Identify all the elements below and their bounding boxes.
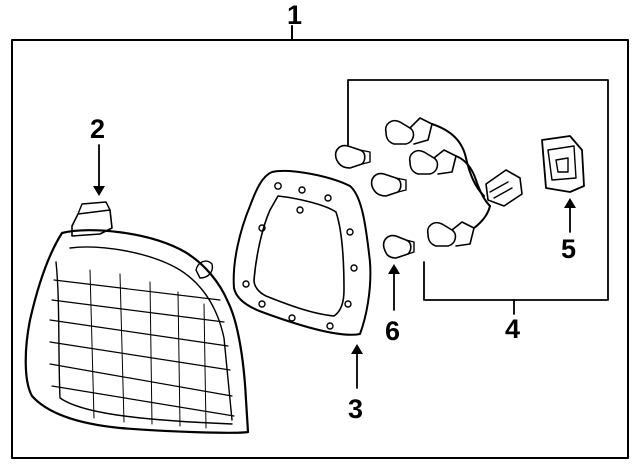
callout-6-leader bbox=[388, 264, 400, 311]
callout-4-label: 4 bbox=[505, 314, 520, 344]
lamp-lens-assembly bbox=[24, 201, 250, 434]
socket-harness bbox=[384, 117, 523, 247]
callout-6-label: 6 bbox=[385, 316, 400, 346]
clip bbox=[541, 135, 585, 193]
bulb-lower bbox=[382, 234, 415, 259]
callout-2-label: 2 bbox=[90, 114, 105, 144]
gasket bbox=[232, 169, 372, 336]
callout-5-label: 5 bbox=[561, 234, 576, 264]
callout-5-leader bbox=[564, 198, 576, 233]
harness-bracket bbox=[347, 79, 609, 301]
callout-2-leader bbox=[93, 144, 105, 196]
bulb-middle bbox=[370, 172, 407, 197]
callout-1-label: 1 bbox=[287, 0, 302, 30]
bulb-upper bbox=[334, 144, 371, 169]
callout-3-leader bbox=[351, 344, 363, 389]
assembly-frame bbox=[11, 25, 629, 459]
callout-3-label: 3 bbox=[348, 394, 363, 424]
